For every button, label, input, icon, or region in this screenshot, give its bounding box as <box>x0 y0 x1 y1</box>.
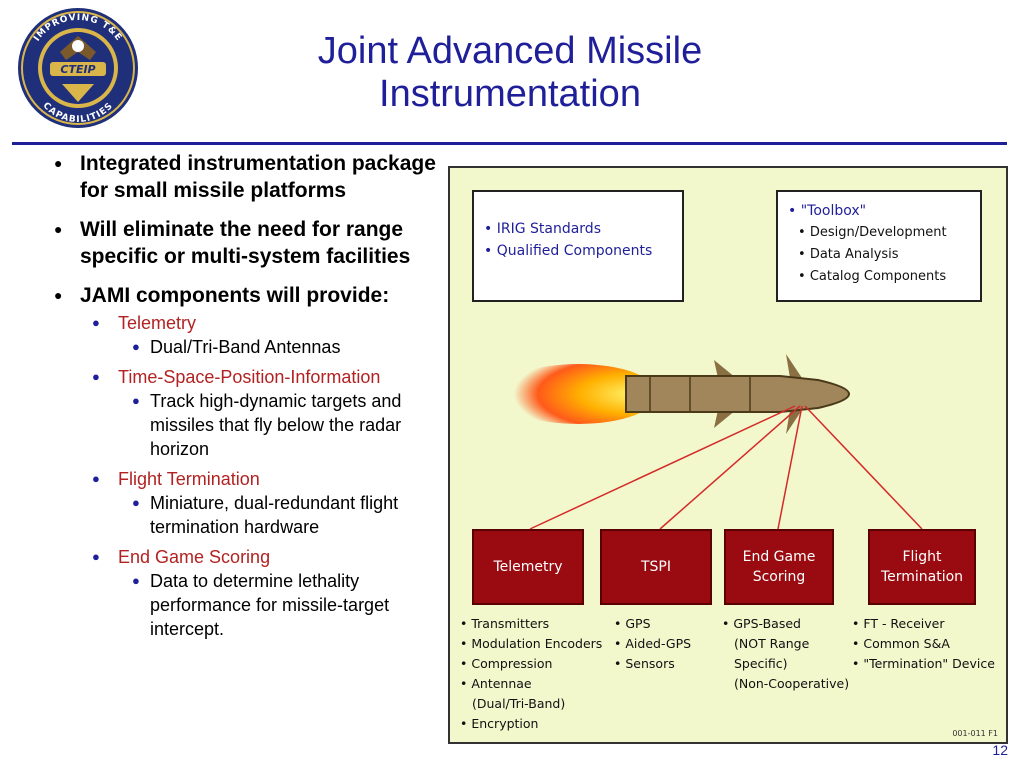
title-divider <box>12 142 1007 145</box>
sub-bullet-flight-termination: ●Flight Termination <box>92 469 260 489</box>
jami-diagram: • IRIG Standards • Qualified Components … <box>448 166 1008 744</box>
bullet-dot: ● <box>92 369 100 384</box>
flight-termination-box: Flight Termination <box>868 529 976 605</box>
toolbox-item: • Design/Development <box>798 225 947 240</box>
standards-item: • IRIG Standards <box>484 221 601 237</box>
connector-lines <box>529 405 923 530</box>
sub-bullet-detail: ●Data to determine lethality performance… <box>132 571 390 639</box>
bullet-dot: ● <box>54 155 63 171</box>
toolbox-item: • Data Analysis <box>798 247 899 262</box>
bullet-dot: ● <box>54 221 63 237</box>
standards-box: • IRIG Standards • Qualified Components <box>472 190 684 302</box>
bullet-item: ●Will eliminate the need for range speci… <box>54 218 411 268</box>
page-number: 12 <box>992 742 1008 758</box>
sub-bullet-detail: ●Dual/Tri-Band Antennas <box>132 337 341 357</box>
title-line-2: Instrumentation <box>379 73 641 115</box>
bullet-dot: ● <box>132 495 140 510</box>
sub-bullet-end-game-scoring: ●End Game Scoring <box>92 547 271 567</box>
missile-illustration <box>498 354 923 530</box>
bullet-dot: ● <box>132 339 140 354</box>
bullet-item: ●JAMI components will provide: <box>54 284 390 307</box>
toolbox-box: • "Toolbox" • Design/Development • Data … <box>776 190 982 302</box>
sub-bullet-detail: ●Track high-dynamic targets and missiles… <box>132 391 402 459</box>
bullet-dot: ● <box>92 471 100 486</box>
flight-termination-features: • FT - Receiver • Common S&A • "Terminat… <box>852 616 995 671</box>
bullet-dot: ● <box>92 549 100 564</box>
sub-bullet-tspi: ●Time-Space-Position-Information <box>92 367 381 387</box>
end-game-scoring-box: End Game Scoring <box>724 529 834 605</box>
bullet-dot: ● <box>92 315 100 330</box>
telemetry-features: • Transmitters • Modulation Encoders • C… <box>460 616 603 731</box>
toolbox-title: • "Toolbox" <box>788 203 867 219</box>
sub-bullet-telemetry: ●Telemetry <box>92 313 197 333</box>
toolbox-item: • Catalog Components <box>798 269 947 284</box>
bullet-list: ●Integrated instrumentation package for … <box>52 150 447 647</box>
figure-code: 001-011 F1 <box>952 729 998 738</box>
cteip-logo: CTEIP IMPROVING T&E CAPABILITIES <box>18 8 138 128</box>
tspi-features: • GPS • Aided-GPS • Sensors <box>614 616 692 671</box>
bullet-item: ●Integrated instrumentation package for … <box>54 152 436 202</box>
telemetry-box: Telemetry <box>472 529 584 605</box>
tspi-box: TSPI <box>600 529 712 605</box>
end-game-scoring-features: • GPS-Based (NOT Range Specific) (Non-Co… <box>722 616 850 691</box>
missile-body <box>625 375 850 413</box>
bullet-dot: ● <box>132 573 140 588</box>
bullet-dot: ● <box>132 393 140 408</box>
exhaust-flame <box>498 364 658 424</box>
svg-text:CTEIP: CTEIP <box>60 63 95 76</box>
bullet-dot: ● <box>54 287 63 303</box>
standards-item: • Qualified Components <box>484 243 653 259</box>
sub-bullet-detail: ●Miniature, dual-redundant flight termin… <box>132 493 399 537</box>
page-title: Joint Advanced Missile Instrumentation <box>210 30 810 116</box>
title-line-1: Joint Advanced Missile <box>317 30 703 72</box>
